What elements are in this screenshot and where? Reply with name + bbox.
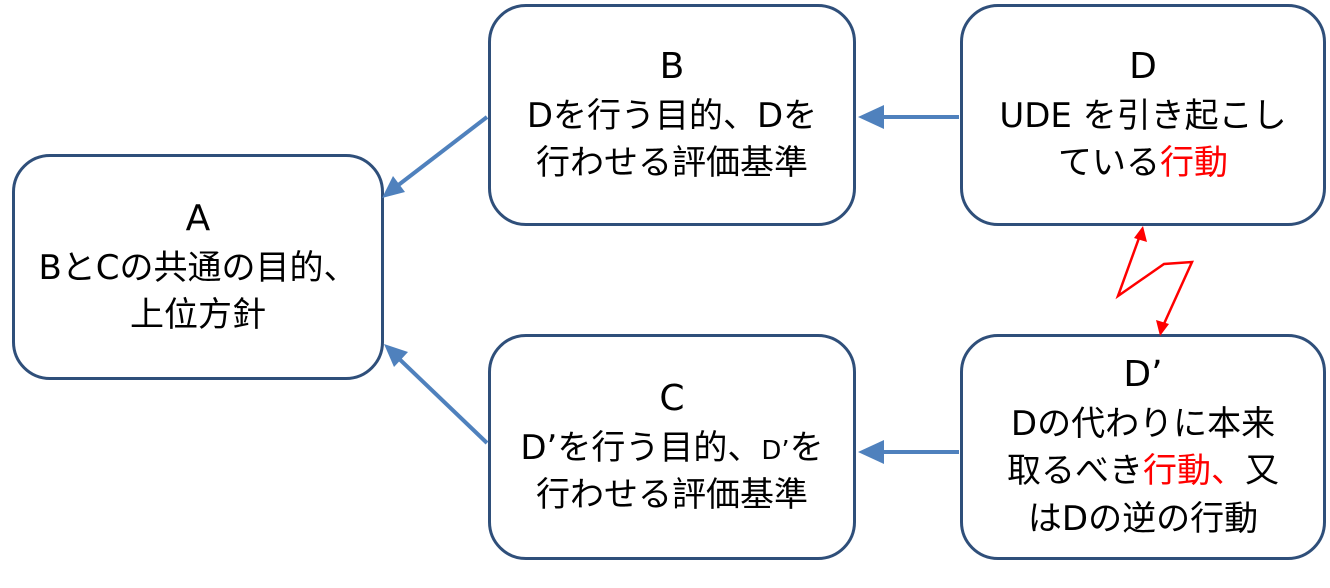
node-b-title: B [659,46,685,88]
node-a-line1: BとCの共通の目的、 [38,247,358,288]
node-d-title: D [1129,46,1157,88]
node-d-line2-text: ている [1058,143,1160,184]
node-c-title: C [659,378,685,420]
node-dprime-line2: 取るべき行動、又 [1007,448,1279,496]
node-c-line1-suffix: を [789,427,824,468]
node-d: D UDE を引き起こし ている行動 [960,4,1326,226]
node-d-line2-emphasis: 行動 [1160,143,1228,184]
node-dprime-line1: Dの代わりに本来 [1010,403,1276,444]
node-d-line1: UDE を引き起こし [999,95,1287,136]
node-a: A BとCの共通の目的、 上位方針 [12,154,384,380]
node-c: C D’を行う目的、D’を 行わせる評価基準 [488,334,856,560]
node-b-line1: Dを行う目的、Dを [526,95,818,136]
edge-d-to-b [858,105,959,129]
node-dprime-title: D’ [1123,354,1163,396]
node-dprime-line2-text: 取るべき [1007,451,1143,492]
node-c-line2: 行わせる評価基準 [536,475,808,516]
edge-b-to-a [382,115,489,198]
node-c-line1-text: D’を行う目的、 [520,427,762,468]
edge-conflict-d-dprime [1115,226,1195,336]
node-a-line2: 上位方針 [130,295,266,336]
edge-dprime-to-c [858,440,959,464]
node-a-title: A [185,198,211,240]
node-b: B Dを行う目的、Dを 行わせる評価基準 [488,4,856,226]
node-b-line2: 行わせる評価基準 [536,143,808,184]
node-c-line1-small: D’ [761,435,790,466]
node-d-line2: ている行動 [1058,140,1228,188]
node-dprime-line3: はDの逆の行動 [1027,498,1259,539]
node-dprime: D’ Dの代わりに本来 取るべき行動、又 はDの逆の行動 [960,334,1326,560]
node-c-line1: D’を行う目的、D’を [520,425,823,473]
node-dprime-line2-suffix: 又 [1245,451,1279,492]
edge-c-to-a [384,344,489,445]
node-dprime-line2-emphasis: 行動、 [1143,451,1245,492]
